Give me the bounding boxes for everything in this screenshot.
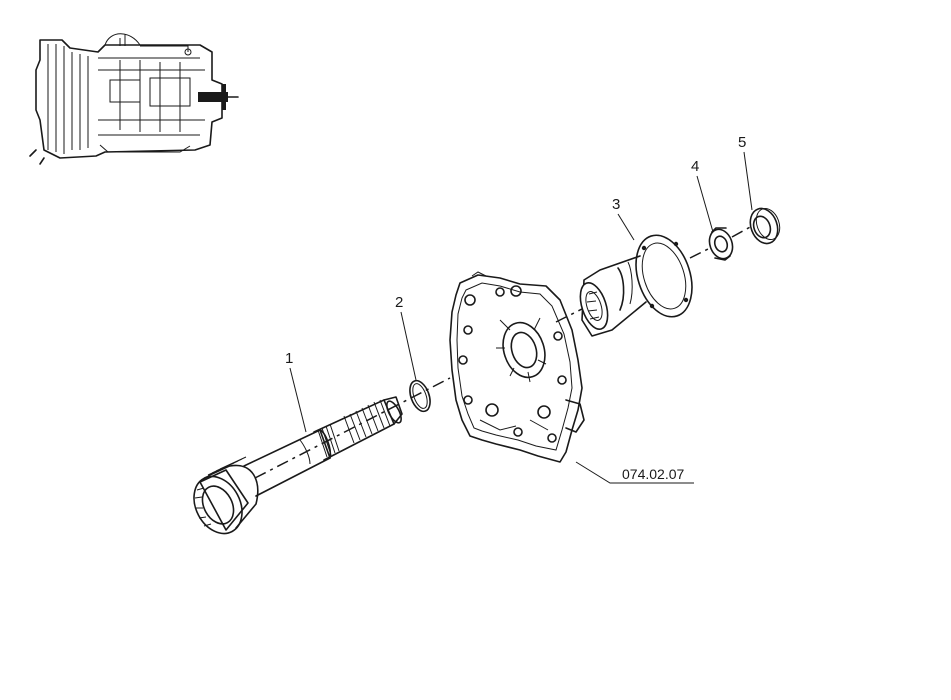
leader-line-1 [289,367,307,433]
gearbox-thumbnail-icon [29,33,239,165]
o-ring [409,379,431,413]
callout-2: 2 [395,294,403,311]
reference-code: 074.02.07 [622,466,684,482]
callout-5: 5 [738,134,746,151]
assembly-axis-line [254,377,451,479]
input-shaft [193,396,403,535]
leader-line-5 [743,151,753,211]
seal-ring [749,207,781,245]
callout-3: 3 [612,196,620,213]
callout-1: 1 [285,350,293,367]
leader-line-2 [400,311,417,381]
nut [708,227,734,261]
leader-line-4 [696,175,714,233]
assembly-axis-line-front [689,225,753,259]
drive-flange [579,234,693,337]
reference-leader-line [575,461,694,484]
transfer-case-housing-icon [449,271,585,463]
leader-line-3 [617,213,635,241]
callout-4: 4 [691,158,699,175]
